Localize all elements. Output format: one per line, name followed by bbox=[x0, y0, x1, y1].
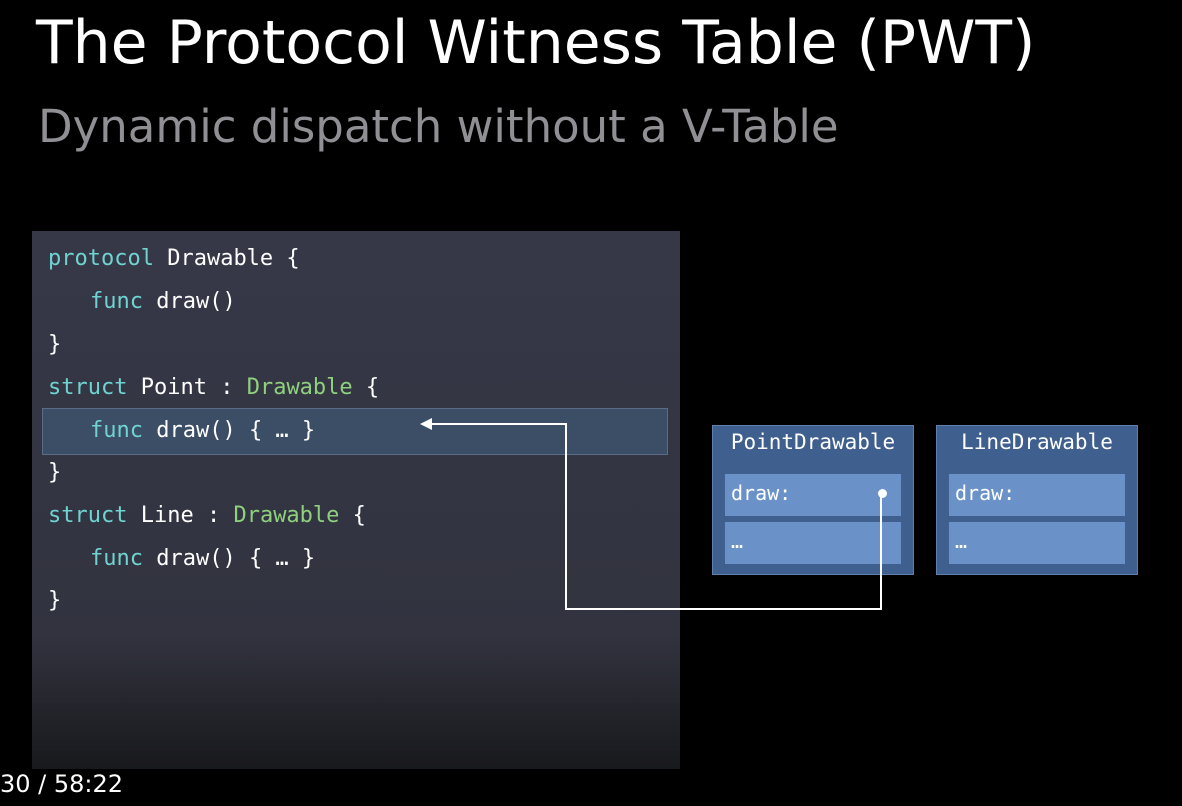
witness-table-title: LineDrawable bbox=[961, 430, 1113, 454]
arrow-head-icon bbox=[420, 418, 432, 430]
code-line-3: } bbox=[48, 332, 62, 357]
witness-slot-more: … bbox=[949, 522, 1125, 564]
slide-title: The Protocol Witness Table (PWT) bbox=[36, 8, 1036, 78]
code-line-7: struct Line : Drawable { bbox=[48, 503, 366, 528]
code-line-6: } bbox=[48, 460, 62, 485]
code-line-8: func draw() { … } bbox=[90, 546, 316, 571]
slide-subtitle: Dynamic dispatch without a V-Table bbox=[38, 100, 839, 153]
witness-table-title: PointDrawable bbox=[730, 430, 896, 454]
witness-table-line: LineDrawable draw: … bbox=[936, 425, 1138, 575]
witness-slot-more: … bbox=[725, 522, 901, 564]
code-line-4: struct Point : Drawable { bbox=[48, 375, 380, 400]
code-line-9: } bbox=[48, 588, 62, 613]
code-line-5: func draw() { … } bbox=[90, 418, 316, 443]
code-line-2: func draw() bbox=[90, 289, 236, 314]
witness-slot-draw: draw: bbox=[949, 474, 1125, 516]
code-panel bbox=[32, 231, 680, 769]
code-line-1: protocol Drawable { bbox=[48, 246, 300, 271]
witness-slot-draw: draw: bbox=[725, 474, 901, 516]
highlighted-code-line bbox=[42, 408, 668, 455]
video-time: 30 / 58:22 bbox=[0, 770, 124, 798]
pointer-dot-icon bbox=[878, 489, 887, 498]
